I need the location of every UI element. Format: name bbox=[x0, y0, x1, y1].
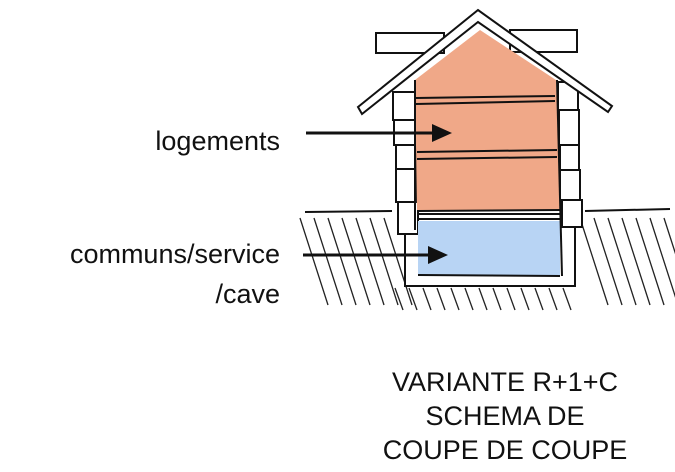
hatch-stroke bbox=[663, 217, 675, 255]
floor-lines bbox=[414, 79, 563, 277]
ground-line-left bbox=[304, 210, 393, 213]
label-communs-service: communs/service bbox=[69, 239, 280, 269]
hatch-stroke bbox=[464, 287, 474, 311]
arrow-communs bbox=[303, 246, 448, 264]
hatch-stroke bbox=[492, 287, 502, 311]
hatch-stroke bbox=[394, 287, 404, 311]
hatch-stroke bbox=[520, 287, 530, 311]
hatch-stroke bbox=[534, 287, 544, 311]
hatch-stroke bbox=[313, 217, 343, 306]
caption: VARIANTE R+1+C SCHEMA DE COUPE DE COUPE bbox=[330, 365, 675, 467]
roof bbox=[356, 8, 614, 116]
hatch-stroke bbox=[327, 217, 357, 306]
ground-line-right bbox=[584, 208, 671, 212]
hatch-stroke bbox=[593, 217, 623, 306]
basement-area bbox=[418, 221, 560, 275]
hatch-stroke bbox=[299, 217, 329, 306]
hatch-stroke bbox=[369, 217, 399, 306]
caption-line-1: VARIANTE R+1+C bbox=[391, 367, 619, 397]
hatch-stroke bbox=[635, 217, 665, 306]
caption-line-3: COUPE DE COUPE bbox=[382, 435, 628, 465]
label-logements: logements bbox=[155, 126, 280, 156]
hatch-stroke bbox=[355, 217, 385, 306]
hatch-stroke bbox=[621, 217, 651, 306]
hatch-stroke bbox=[649, 217, 675, 298]
hatch-stroke bbox=[607, 217, 637, 306]
hatch-stroke bbox=[506, 287, 516, 311]
hatch-stroke bbox=[478, 287, 488, 311]
hatch-stroke bbox=[436, 287, 446, 311]
housing-area bbox=[415, 30, 560, 210]
hatch-stroke bbox=[562, 287, 572, 311]
hatch-stroke bbox=[579, 217, 609, 306]
hatch-stroke bbox=[408, 287, 418, 311]
hatch-stroke bbox=[383, 217, 413, 306]
ground-hatching bbox=[299, 217, 675, 311]
label-cave: /cave bbox=[215, 279, 280, 309]
arrow-logements bbox=[306, 124, 452, 142]
hatch-stroke bbox=[422, 287, 432, 311]
caption-line-2: SCHEMA DE bbox=[425, 401, 585, 431]
hatch-stroke bbox=[341, 217, 371, 306]
hatch-stroke bbox=[548, 287, 558, 311]
hatch-stroke bbox=[450, 287, 460, 311]
